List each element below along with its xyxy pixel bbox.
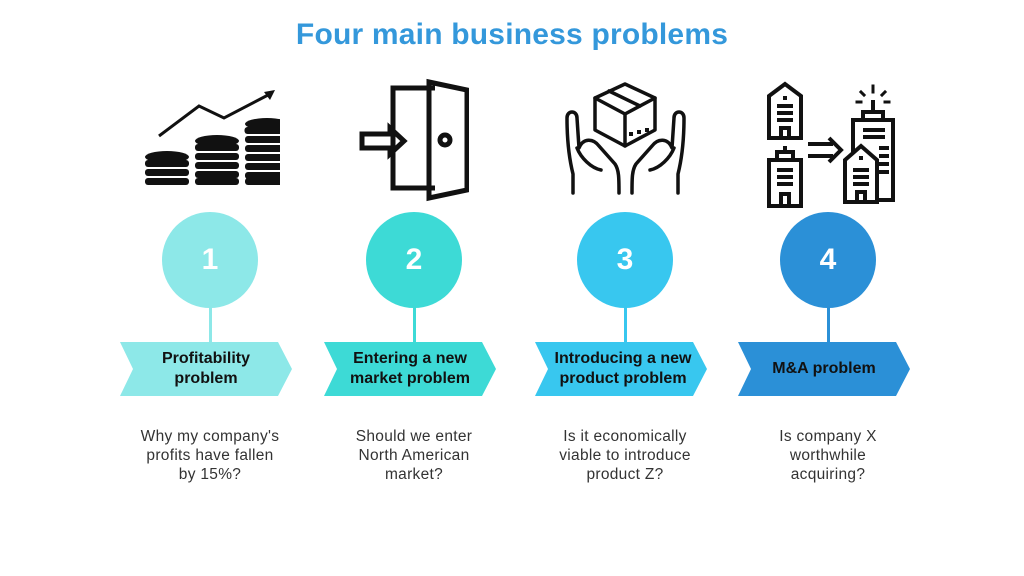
step-label-line: Profitability [161, 350, 250, 367]
step-number-circle: 3 [577, 212, 673, 308]
step-label-banner: M&A problem [738, 342, 910, 396]
step-number-circle: 2 [366, 212, 462, 308]
step-question: Is it economically viable to introduce p… [559, 428, 691, 483]
connector-line [413, 306, 416, 344]
step-question: Should we enter North American market? [355, 428, 473, 483]
step-label-line: Entering a new [353, 350, 467, 367]
step-label-line: Introducing a new [554, 350, 692, 367]
step-label-banner: Profitability problem [120, 342, 292, 396]
step-label-banner: Entering a new market problem [324, 342, 496, 396]
coins-growth-icon [105, 78, 315, 208]
step-number-circle: 1 [162, 212, 258, 308]
page-title: Four main business problems [295, 18, 729, 51]
connector-line [624, 306, 627, 344]
step-label-line: M&A problem [772, 360, 876, 377]
step-number-circle: 4 [780, 212, 876, 308]
step-label-line: problem [174, 370, 238, 387]
step-3: 3 Introducing a new product problem Is it… [520, 0, 730, 576]
step-question: Why my company's profits have fallen by … [140, 428, 280, 483]
connector-line [827, 306, 830, 344]
step-question: Is company X worthwhile acquiring? [779, 428, 877, 483]
buildings-merge-icon [723, 80, 933, 210]
hands-box-icon [520, 78, 730, 208]
step-1: 1 Profitability problem Why my company's … [105, 0, 315, 576]
step-label-banner: Introducing a new product problem [535, 342, 707, 396]
step-4: 4 M&A problem Is company X worthwhile ac… [723, 0, 933, 576]
step-label-line: market problem [349, 370, 471, 387]
step-2: 2 Entering a new market problem Should we… [309, 0, 519, 576]
connector-line [209, 306, 212, 344]
step-label-line: product problem [559, 370, 687, 387]
door-enter-icon [309, 78, 519, 208]
